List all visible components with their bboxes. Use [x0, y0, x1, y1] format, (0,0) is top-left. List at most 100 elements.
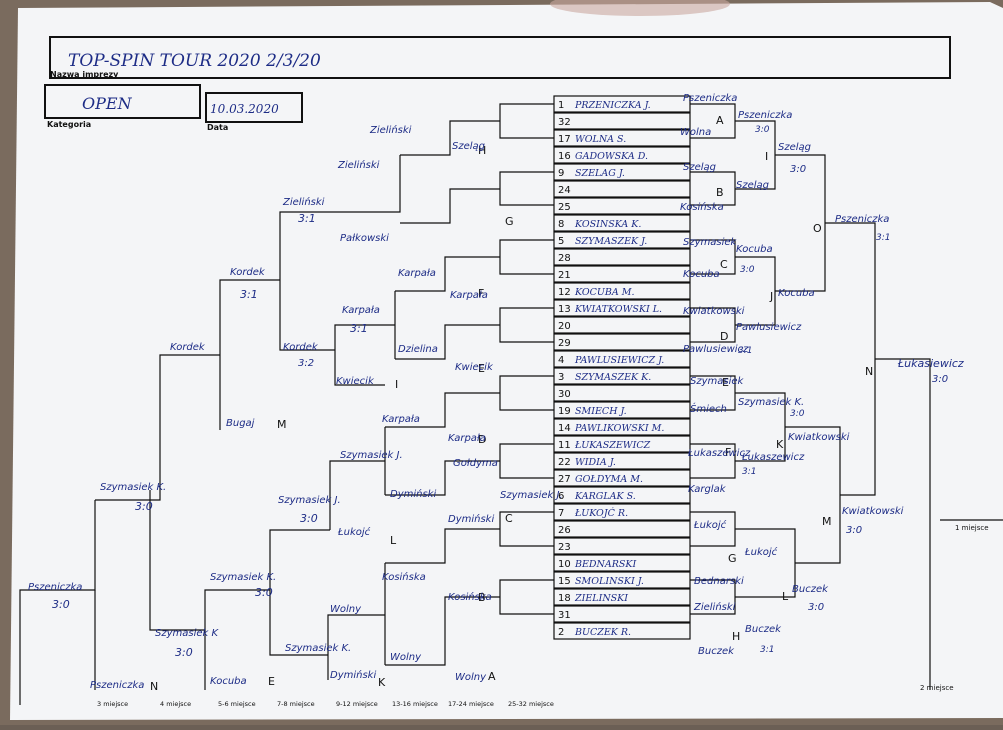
- seed-number: 6: [558, 491, 564, 502]
- r4-score-1: 3:0: [846, 525, 862, 536]
- match-letter-E-left-bottom: E: [268, 675, 275, 688]
- place-2-label: 2 miejsce: [920, 684, 954, 692]
- left-j-winner1-score: 3:0: [300, 512, 318, 525]
- seed-player-name: SZELAG J.: [575, 168, 625, 179]
- match-letter-E-left: E: [478, 362, 485, 375]
- r3-score-0: 3:0: [790, 164, 806, 175]
- seed-player-name: SZYMASZEK J.: [575, 236, 647, 247]
- seed-number: 12: [558, 287, 571, 298]
- r4-name-0: Pszeniczka: [835, 214, 889, 225]
- seed-number: 26: [558, 525, 571, 536]
- seed-player-name: KWIATKOWSKI L.: [574, 304, 662, 315]
- seed-number: 18: [558, 593, 571, 604]
- match-letter-J-right: J: [769, 290, 773, 303]
- seed-player-name: GADOWSKA D.: [575, 151, 648, 162]
- placement-label: 17-24 miejsce: [448, 700, 494, 708]
- left-k-winner2-score: 3:2: [298, 358, 314, 369]
- final-winner-score: 3:0: [932, 374, 948, 385]
- seed-number: 7: [558, 508, 564, 519]
- paper-shadow: [550, 0, 730, 16]
- left-e-top: Karpała: [398, 268, 436, 279]
- r1-name-14: Zieliński: [693, 601, 736, 613]
- category-label: Kategoria: [47, 120, 91, 129]
- r2-name-5: Łukaszewicz: [741, 452, 805, 463]
- left-f-winner: Karpała: [450, 290, 488, 301]
- seed-box: [553, 520, 691, 538]
- event-name-value: TOP-SPIN TOUR 2020 2/3/20: [68, 51, 321, 71]
- r1-name-0: Pszeniczka: [683, 93, 737, 104]
- left-m-loser: Bugaj: [226, 418, 255, 429]
- left-m-winner2: Szymasiek K: [155, 628, 219, 639]
- seed-box: [553, 316, 691, 334]
- r1-name-15: Buczek: [698, 646, 735, 657]
- seed-player-name: KOCUBA M.: [574, 287, 635, 298]
- left-a-winner: Wolny: [455, 672, 487, 683]
- seed-box: [553, 197, 691, 215]
- seed-number: 32: [558, 117, 571, 128]
- seed-number: 4: [558, 355, 564, 366]
- seed-player-name: ŁUKOJĆ R.: [574, 507, 628, 519]
- left-c-top: Gołdyma: [453, 458, 498, 469]
- seed-number: 27: [558, 474, 571, 485]
- left-d-top: Karpała: [382, 414, 420, 425]
- seed-number: 29: [558, 338, 571, 349]
- seed-box: [553, 418, 691, 436]
- r2-score-0: 3:0: [755, 125, 770, 135]
- match-letter-A-left: A: [488, 670, 496, 683]
- r2-score-2: 3:0: [740, 265, 755, 275]
- seed-player-name: ZIELINSKI: [574, 593, 628, 604]
- seed-number: 21: [558, 270, 571, 281]
- r2-score-3: 3:1: [738, 346, 752, 356]
- match-letter-L-left: L: [390, 534, 397, 547]
- r2-name-6: Łukojć: [744, 546, 778, 558]
- seed-player-name: KARGLAK S.: [574, 491, 636, 502]
- placement-label: 25-32 miejsce: [508, 700, 554, 708]
- left-i-winner2: Karpała: [342, 305, 380, 316]
- left-k-top: Wolny: [330, 604, 362, 615]
- left-h-winner: Szeląg: [452, 141, 485, 152]
- seed-number: 16: [558, 151, 571, 162]
- r3-name-1: Kocuba: [778, 288, 815, 299]
- left-c-loser: Dymiński: [390, 488, 436, 500]
- left-3rd-place-name: Pszeniczka: [90, 680, 144, 691]
- r1-name-1: Wolna: [680, 127, 711, 138]
- match-letter-G-left: G: [505, 215, 514, 228]
- left-i-winner1-score: 3:1: [298, 212, 316, 225]
- seed-number: 3: [558, 372, 564, 383]
- match-letter-D-left: D: [478, 433, 486, 446]
- seed-box: [553, 350, 691, 368]
- match-letter-N-left: N: [150, 680, 158, 693]
- seed-number: 5: [558, 236, 564, 247]
- seed-player-name: PAWLIKOWSKI M.: [574, 423, 664, 434]
- left-j-winner1b: Szymasiek J.: [278, 495, 341, 506]
- seed-number: 11: [558, 440, 571, 451]
- seed-box: [553, 112, 691, 130]
- seed-player-name: ŁUKASZEWICZ: [574, 440, 651, 451]
- left-i-loser2: Kwiecik: [336, 376, 375, 387]
- seed-number: 15: [558, 576, 571, 587]
- seed-player-name: SMOLINSKI J.: [575, 576, 644, 587]
- seed-number: 10: [558, 559, 571, 570]
- seed-box: [553, 146, 691, 164]
- seed-number: 8: [558, 219, 564, 230]
- left-n-winner: Pszeniczka: [28, 582, 82, 593]
- r4-name-1: Kwiatkowski: [842, 506, 904, 517]
- seed-box: [553, 248, 691, 266]
- match-letters: A B C D E F G H I J K L M N O H G F E D …: [150, 114, 873, 693]
- match-letter-M-right: M: [822, 515, 832, 528]
- r1-name-2: Szeląg: [683, 162, 716, 173]
- left-k-winner1: Kordek: [230, 267, 266, 278]
- left-j-loser1: Łukojć: [337, 526, 371, 538]
- left-m-winner1: Szymasiek K.: [100, 482, 166, 493]
- seed-player-name: SMIECH J.: [575, 406, 627, 417]
- match-letter-C-left: C: [505, 512, 513, 525]
- seed-player-name: KOSINSKA K.: [574, 219, 641, 230]
- seed-number: 25: [558, 202, 571, 213]
- seed-player-name: WOLNA S.: [575, 134, 626, 145]
- placement-label: 7-8 miejsce: [277, 700, 315, 708]
- r2-name-3: Pawlusiewicz: [736, 322, 802, 333]
- left-k-loser: Dymiński: [330, 669, 376, 681]
- r2-name-7: Buczek: [745, 624, 782, 635]
